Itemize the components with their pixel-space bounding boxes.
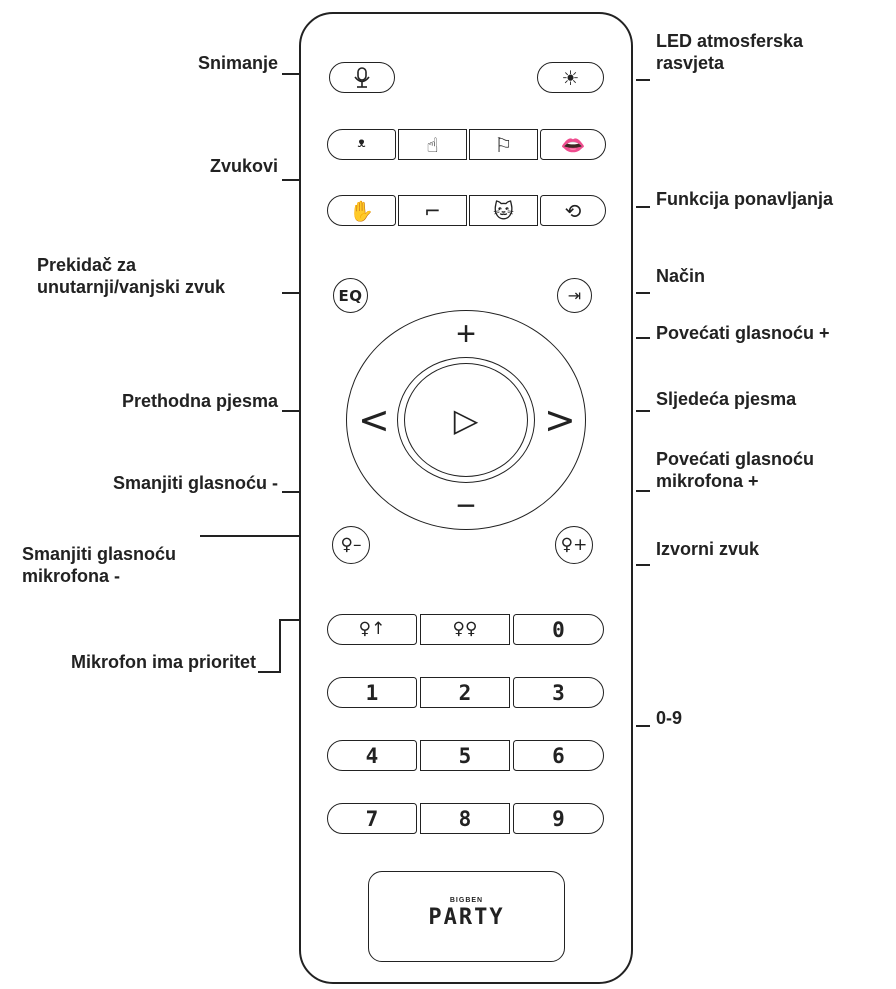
- digit-0-button[interactable]: 0: [513, 614, 604, 645]
- label-ponavljanje: Funkcija ponavljanja: [656, 189, 834, 209]
- digit-2-button[interactable]: 2: [420, 677, 510, 708]
- led-button[interactable]: ☀: [537, 62, 604, 93]
- sound-button-balloon[interactable]: ᵜ: [327, 129, 396, 160]
- product-name: PARTY: [428, 905, 505, 930]
- kiss-icon: 👄: [560, 132, 586, 157]
- digit-2-label: 2: [458, 680, 472, 705]
- digit-4-button[interactable]: 4: [327, 740, 417, 771]
- dual-mic-icon: ♀♀: [452, 619, 478, 639]
- gun-icon: ⌐: [424, 198, 441, 223]
- label-sljedeca: Sljedeća pjesma: [656, 389, 797, 409]
- label-povecati-mikrofon: Povećati glasnoću mikrofona +: [656, 449, 815, 491]
- label-prethodna: Prethodna pjesma: [121, 391, 278, 411]
- label-led: LED atmosferska rasvjeta: [656, 31, 804, 73]
- label-zvukovi: Zvukovi: [209, 156, 278, 176]
- record-button[interactable]: [329, 62, 395, 93]
- sound-button-cat[interactable]: 🐱: [469, 195, 538, 226]
- mic-priority-icon: ♀↑: [358, 619, 386, 639]
- digit-3-label: 3: [552, 680, 565, 705]
- eq-button[interactable]: EQ: [333, 278, 368, 313]
- digit-9-label: 9: [552, 806, 565, 831]
- mic-minus-icon: ♀–: [340, 534, 362, 555]
- cat-icon: 🐱: [493, 198, 514, 223]
- brand-logo: BIGBEN PARTY: [368, 871, 565, 962]
- input-source-icon: ⇥: [567, 285, 582, 305]
- play-button[interactable]: ▷: [397, 357, 535, 483]
- label-nacin: Način: [656, 266, 706, 286]
- label-brojevi: 0-9: [656, 708, 683, 728]
- microphone-icon: [354, 66, 370, 88]
- digit-8-label: 8: [458, 806, 472, 831]
- label-smanjiti-glasnocu: Smanjiti glasnoću -: [112, 473, 278, 493]
- digit-0-label: 0: [552, 617, 565, 642]
- label-izvorni: Izvorni zvuk: [656, 539, 760, 559]
- sound-button-kiss[interactable]: 👄: [540, 129, 606, 160]
- mic-volume-down-button[interactable]: ♀–: [332, 526, 370, 564]
- repeat-icon: ⟲: [564, 198, 582, 223]
- label-prekidac: Prekidač za unutarnji/vanjski zvuk: [37, 255, 226, 297]
- label-povecati-glasnocu: Povećati glasnoću +: [656, 323, 830, 343]
- sound-button-gun[interactable]: ⌐: [398, 195, 467, 226]
- leader-prioritet: [258, 619, 300, 673]
- sun-icon: ☀: [561, 65, 580, 90]
- digit-1-button[interactable]: 1: [327, 677, 417, 708]
- play-button-inner: ▷: [404, 363, 528, 477]
- digit-6-button[interactable]: 6: [513, 740, 604, 771]
- whistle-icon: ⚐: [494, 132, 513, 157]
- eq-label: EQ: [338, 286, 363, 305]
- clap-icon: ☝: [426, 132, 439, 157]
- mic-plus-icon: ♀+: [560, 534, 588, 555]
- digit-5-label: 5: [458, 743, 472, 768]
- digit-6-label: 6: [552, 743, 565, 768]
- sound-button-whistle[interactable]: ⚐: [469, 129, 538, 160]
- sound-button-clap[interactable]: ☝: [398, 129, 467, 160]
- volume-down-button[interactable]: −: [456, 487, 476, 525]
- balloon-icon: ᵜ: [357, 132, 366, 157]
- play-icon: ▷: [453, 401, 479, 439]
- digit-7-button[interactable]: 7: [327, 803, 417, 834]
- next-button[interactable]: >: [544, 398, 576, 442]
- digit-1-label: 1: [365, 680, 379, 705]
- digit-9-button[interactable]: 9: [513, 803, 604, 834]
- brand-name: BIGBEN: [449, 897, 484, 904]
- label-prioritet: Mikrofon ima prioritet: [70, 652, 256, 672]
- digit-4-label: 4: [365, 743, 379, 768]
- label-smanjiti-mikrofon: Smanjiti glasnoću mikrofona -: [22, 544, 177, 586]
- repeat-button[interactable]: ⟲: [540, 195, 606, 226]
- previous-button[interactable]: <: [358, 398, 390, 442]
- digit-7-label: 7: [365, 806, 379, 831]
- wave-icon: ✋: [349, 198, 374, 223]
- volume-up-button[interactable]: +: [456, 315, 476, 353]
- mic-volume-up-button[interactable]: ♀+: [555, 526, 593, 564]
- digit-8-button[interactable]: 8: [420, 803, 510, 834]
- digit-3-button[interactable]: 3: [513, 677, 604, 708]
- sound-button-wave[interactable]: ✋: [327, 195, 396, 226]
- label-snimanje: Snimanje: [197, 53, 278, 73]
- mode-button[interactable]: ⇥: [557, 278, 592, 313]
- dual-mic-button[interactable]: ♀♀: [420, 614, 510, 645]
- digit-5-button[interactable]: 5: [420, 740, 510, 771]
- mic-priority-button[interactable]: ♀↑: [327, 614, 417, 645]
